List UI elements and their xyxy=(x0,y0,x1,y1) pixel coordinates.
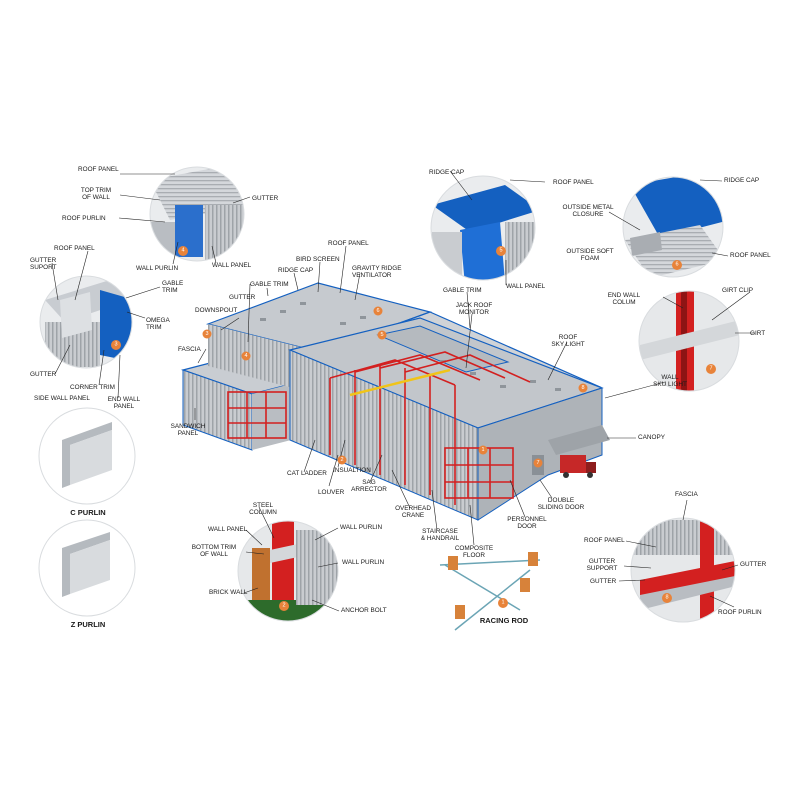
label-girt: GIRT xyxy=(750,330,766,337)
badge-8: 8 xyxy=(662,593,672,603)
label-anchor-bolt: ANCHOR BOLT xyxy=(341,607,387,614)
label-girt-clip: GIRT CLIP xyxy=(722,287,754,294)
building-badge-4: 4 xyxy=(242,352,250,360)
building-illustration xyxy=(180,282,610,521)
label-roof-panel-tr: ROOF PANEL xyxy=(730,252,771,259)
detail-circle-closure xyxy=(622,176,724,278)
label-insualtion: INSUALTION xyxy=(333,467,371,474)
label-wall-panel-tc: WALL PANEL xyxy=(506,283,546,290)
label-gable-trim-c: GABLE TRIM xyxy=(443,287,482,294)
badge-5: 5 xyxy=(496,246,506,256)
label-gutter-tl: GUTTER xyxy=(252,195,279,202)
label-roof-purlin: ROOF PURLIN xyxy=(62,215,106,222)
label-bird-screen: BIRD SCREEN xyxy=(296,256,340,263)
label-corner-trim: CORNER TRIM xyxy=(70,384,115,391)
detail-circle-gutter xyxy=(149,166,245,262)
label-gutter-br1: GUTTER xyxy=(590,578,617,585)
badge-7: 7 xyxy=(706,364,716,374)
label-ridge-cap-tc: RIDGE CAP xyxy=(429,169,465,176)
label-louver: LOUVER xyxy=(318,489,345,496)
label-roof-panel-br: ROOF PANEL xyxy=(584,537,625,544)
label-gutter-l: GUTTER xyxy=(30,371,57,378)
label-fascia-l: FASCIA xyxy=(178,346,201,353)
label-roof-panel-tl: ROOF PANEL xyxy=(78,166,119,173)
detail-circle-girt xyxy=(638,290,740,392)
label-gutter-br2: GUTTER xyxy=(740,561,767,568)
label-ridge-cap-tr: RIDGE CAP xyxy=(724,177,760,184)
label-wall-purlin-b2: WALL PURLIN xyxy=(342,559,385,566)
label-brick-wall: BRICK WALL xyxy=(209,589,248,596)
detail-circle-ridge-cap xyxy=(430,175,536,281)
caption-c-purlin: C PURLIN xyxy=(70,508,106,517)
label-cat-ladder: CAT LADDER xyxy=(287,470,327,477)
building-badge-6: 6 xyxy=(374,307,382,315)
label-canopy: CANOPY xyxy=(638,434,665,441)
building-badge-7: 7 xyxy=(534,459,542,467)
badge-6: 6 xyxy=(672,260,682,270)
label-wall-panel-tl: WALL PANEL xyxy=(212,262,252,269)
building-badge-2: 2 xyxy=(338,456,346,464)
label-wall-purlin-b1: WALL PURLIN xyxy=(340,524,383,531)
label-downspout: DOWNSPOUT xyxy=(195,307,238,314)
label-wall-purlin-tl: WALL PURLIN xyxy=(136,265,179,272)
label-staircase: STAIRCASE& HANDRAIL xyxy=(420,528,460,543)
building-badge-3: 3 xyxy=(203,330,211,338)
building-badge-8: 8 xyxy=(579,384,587,392)
badge-2: 2 xyxy=(279,601,289,611)
badge-1: 1 xyxy=(498,598,508,608)
label-ridge-cap-m: RIDGE CAP xyxy=(278,267,314,274)
label-gutter-m: GUTTER xyxy=(229,294,256,301)
label-fascia-br: FASCIA xyxy=(675,491,698,498)
label-roof-panel-tc: ROOF PANEL xyxy=(553,179,594,186)
detail-circle-gable-trim xyxy=(39,275,133,369)
caption-z-purlin: Z PURLIN xyxy=(70,620,106,629)
building-badge-1: 1 xyxy=(479,446,487,454)
label-gable-trim-m: GABLE TRIM xyxy=(250,281,289,288)
label-roof-panel-l: ROOF PANEL xyxy=(54,245,95,252)
detail-circle-base xyxy=(237,520,339,622)
badge-4: 4 xyxy=(178,246,188,256)
label-wall-panel-b: WALL PANEL xyxy=(208,526,248,533)
z-purlin-illustration xyxy=(38,519,136,617)
label-side-wall-panel: SIDE WALL PANEL xyxy=(34,395,90,402)
label-roof-panel-m: ROOF PANEL xyxy=(328,240,369,247)
building-badge-5: 5 xyxy=(378,331,386,339)
caption-racing-rod: RACING ROD xyxy=(479,616,529,625)
c-purlin-illustration xyxy=(38,407,136,505)
badge-3: 3 xyxy=(111,340,121,350)
label-roof-purlin-br: ROOF PURLIN xyxy=(718,609,762,616)
